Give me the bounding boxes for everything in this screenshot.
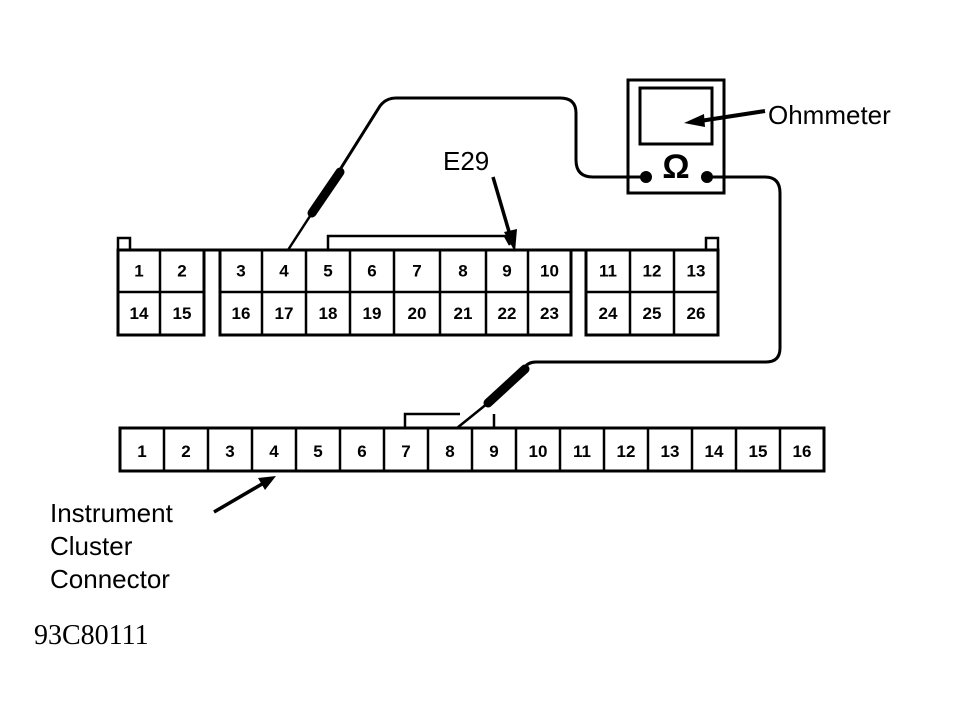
e29-callout: E29: [443, 146, 517, 252]
e29-pin-26: 26: [687, 304, 706, 323]
e29-pin-2: 2: [177, 262, 186, 281]
cluster-pin-8: 8: [445, 442, 454, 461]
instrument-cluster-callout: Instrument Cluster Connector: [50, 476, 276, 594]
cluster-pin-12: 12: [617, 442, 636, 461]
probe-2: [456, 364, 530, 429]
ohmmeter-body: [626, 78, 726, 195]
e29-pin-1: 1: [134, 262, 143, 281]
probe-2-handle: [483, 364, 530, 408]
ohm-symbol: Ω: [662, 148, 689, 186]
e29-latch-right: [704, 236, 720, 250]
cluster-key: [403, 412, 460, 428]
e29-pin-15: 15: [173, 304, 192, 323]
cluster-pin-13: 13: [661, 442, 680, 461]
e29-pin-23: 23: [540, 304, 559, 323]
ohmmeter-arrowhead: [684, 114, 705, 127]
e29-arrowhead: [504, 229, 517, 252]
e29-connector: 1 14 2 15 3 16 4 17 5 18 6 19 7 20 8 21 9 22 10 23 11 24 12 25 1…: [116, 234, 720, 337]
cluster-pin-4: 4: [269, 442, 279, 461]
e29-key: [326, 234, 512, 250]
cluster-pin-5: 5: [313, 442, 322, 461]
figure-id: 93C80111: [34, 620, 149, 651]
ohmmeter-arrow-line: [699, 109, 766, 123]
e29-pin-19: 19: [363, 304, 382, 323]
cluster-arrowhead: [258, 476, 276, 490]
test-lead-1: [334, 96, 646, 179]
ohmmeter-display: [638, 86, 714, 146]
cluster-pin-14: 14: [705, 442, 724, 461]
e29-pin-10: 10: [540, 262, 559, 281]
e29-pin-12: 12: [643, 262, 662, 281]
cluster-pin-16: 16: [793, 442, 812, 461]
probe-2-tip: [456, 402, 489, 429]
cluster-label-line-1: Instrument: [50, 498, 174, 528]
e29-pin-7: 7: [412, 262, 421, 281]
e29-pin-21: 21: [454, 304, 473, 323]
cluster-pin-2: 2: [181, 442, 190, 461]
cluster-pin-15: 15: [749, 442, 768, 461]
ohmmeter-callout: Ohmmeter: [684, 100, 891, 130]
cluster-pin-1: 1: [137, 442, 146, 461]
e29-latch-left: [116, 236, 132, 250]
e29-pin-25: 25: [643, 304, 662, 323]
cluster-pin-9: 9: [489, 442, 498, 461]
cluster-pin-11: 11: [573, 442, 591, 461]
ohmmeter: Ω: [626, 78, 726, 195]
probe-1: [286, 167, 345, 251]
cluster-pin-7: 7: [401, 442, 410, 461]
e29-pin-9: 9: [502, 262, 511, 281]
e29-pin-6: 6: [367, 262, 376, 281]
e29-pin-14: 14: [130, 304, 149, 323]
probe-1-tip: [286, 212, 314, 251]
e29-pin-24: 24: [599, 304, 618, 323]
e29-pin-16: 16: [232, 304, 251, 323]
cluster-pin-10: 10: [529, 442, 548, 461]
e29-arrow-line: [491, 176, 512, 236]
e29-pin-11: 11: [599, 262, 617, 281]
cluster-label-line-3: Connector: [50, 564, 170, 594]
e29-pin-18: 18: [319, 304, 338, 323]
e29-pin-3: 3: [236, 262, 245, 281]
cluster-pin-3: 3: [225, 442, 234, 461]
e29-pin-13: 13: [687, 262, 706, 281]
ohmmeter-label: Ohmmeter: [768, 100, 891, 130]
cluster-label-line-2: Cluster: [50, 531, 133, 561]
e29-pin-17: 17: [275, 304, 294, 323]
e29-label: E29: [443, 146, 489, 176]
e29-pin-22: 22: [498, 304, 517, 323]
e29-pin-20: 20: [408, 304, 427, 323]
e29-pin-5: 5: [323, 262, 332, 281]
probe-1-handle: [307, 167, 345, 218]
cluster-arrow-line: [213, 482, 263, 514]
e29-pin-8: 8: [458, 262, 467, 281]
test-lead-2: [522, 175, 782, 369]
e29-pin-4: 4: [279, 262, 289, 281]
cluster-pin-6: 6: [357, 442, 366, 461]
